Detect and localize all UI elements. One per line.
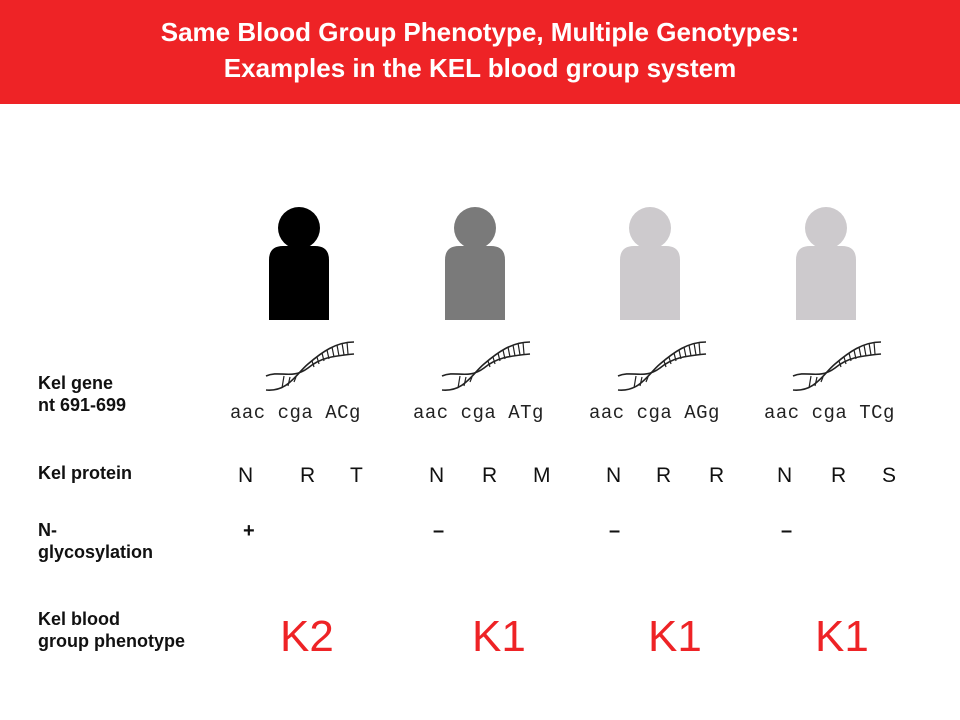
amino-acid: N	[777, 464, 793, 487]
person-icon	[267, 204, 331, 322]
glycosylation-status: –	[781, 520, 793, 542]
title-line-2: Examples in the KEL blood group system	[223, 53, 737, 83]
phenotype-label: K2	[280, 612, 334, 661]
row-label-protein: Kel protein	[38, 463, 133, 483]
codon-sequence: aac cga TCg	[764, 402, 895, 424]
phenotype-label: K1	[815, 612, 869, 661]
amino-acid: N	[606, 464, 622, 487]
codon-sequence: aac cga AGg	[589, 402, 720, 424]
amino-acid: S	[882, 464, 897, 487]
amino-acid: R	[482, 464, 498, 487]
amino-acid: M	[533, 464, 551, 487]
row-label-glycosylation: N- glycosylation	[38, 520, 154, 562]
phenotype-label: K1	[472, 612, 526, 661]
dna-helix-icon	[438, 336, 534, 396]
phenotype-label: K1	[648, 612, 702, 661]
title-line-1: Same Blood Group Phenotype, Multiple Gen…	[160, 17, 800, 47]
amino-acid: T	[350, 464, 363, 487]
glycosylation-status: –	[609, 520, 621, 542]
glycosylation-status: –	[433, 520, 445, 542]
glycosylation-status: +	[243, 520, 255, 542]
dna-helix-icon	[614, 336, 710, 396]
person-icon	[443, 204, 507, 322]
amino-acid: N	[238, 464, 254, 487]
amino-acid: R	[300, 464, 316, 487]
dna-helix-icon	[789, 336, 885, 396]
person-icon	[618, 204, 682, 322]
codon-sequence: aac cga ACg	[230, 402, 361, 424]
amino-acid: R	[656, 464, 672, 487]
codon-sequence: aac cga ATg	[413, 402, 544, 424]
dna-helix-icon	[262, 336, 358, 396]
amino-acid: N	[429, 464, 445, 487]
row-label-gene: Kel gene nt 691-699	[38, 373, 127, 415]
row-label-phenotype: Kel blood group phenotype	[38, 609, 185, 651]
title-banner: Same Blood Group Phenotype, Multiple Gen…	[0, 0, 960, 104]
amino-acid: R	[709, 464, 725, 487]
amino-acid: R	[831, 464, 847, 487]
person-icon	[794, 204, 858, 322]
